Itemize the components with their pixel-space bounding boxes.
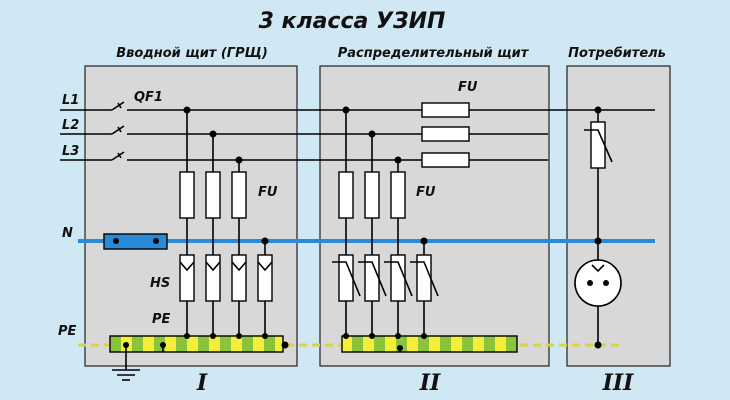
breaker-qf1 (111, 101, 125, 161)
label-pe: PE (58, 324, 77, 339)
neutral-bus (103, 233, 168, 250)
label-fuse-panel1: FU (258, 185, 278, 200)
label-fuse-panel2: FU (416, 185, 436, 200)
panel1-spd-group (179, 106, 273, 339)
diagram-title: 3 класса УЗИП (259, 9, 446, 34)
label-l2: L2 (62, 118, 79, 133)
pe-bus-2 (341, 335, 518, 353)
class-three-label: III (602, 370, 635, 396)
header-distribution-panel: Распределительный щит (338, 46, 530, 61)
label-n: N (62, 226, 73, 241)
label-l1: L1 (62, 93, 79, 108)
label-l3: L3 (62, 144, 79, 159)
fuse-top-l2 (421, 126, 470, 142)
fuse-top-l3 (421, 152, 470, 168)
consumer-box (566, 65, 671, 367)
panel2-spd-group (332, 106, 439, 339)
class-two-label: II (419, 370, 441, 396)
ground-icon (112, 342, 140, 381)
label-fuse-top: FU (458, 80, 478, 95)
label-hs: HS (150, 276, 170, 291)
socket-icon (574, 259, 622, 307)
label-qf1: QF1 (134, 90, 163, 105)
class-one-label: I (196, 370, 208, 396)
fuse-top-l1 (421, 102, 470, 118)
header-input-panel: Вводной щит (ГРЩ) (116, 46, 268, 61)
label-pe-bus: PE (152, 312, 171, 327)
header-consumer: Потребитель (568, 46, 666, 61)
pe-bus-1 (109, 335, 284, 353)
